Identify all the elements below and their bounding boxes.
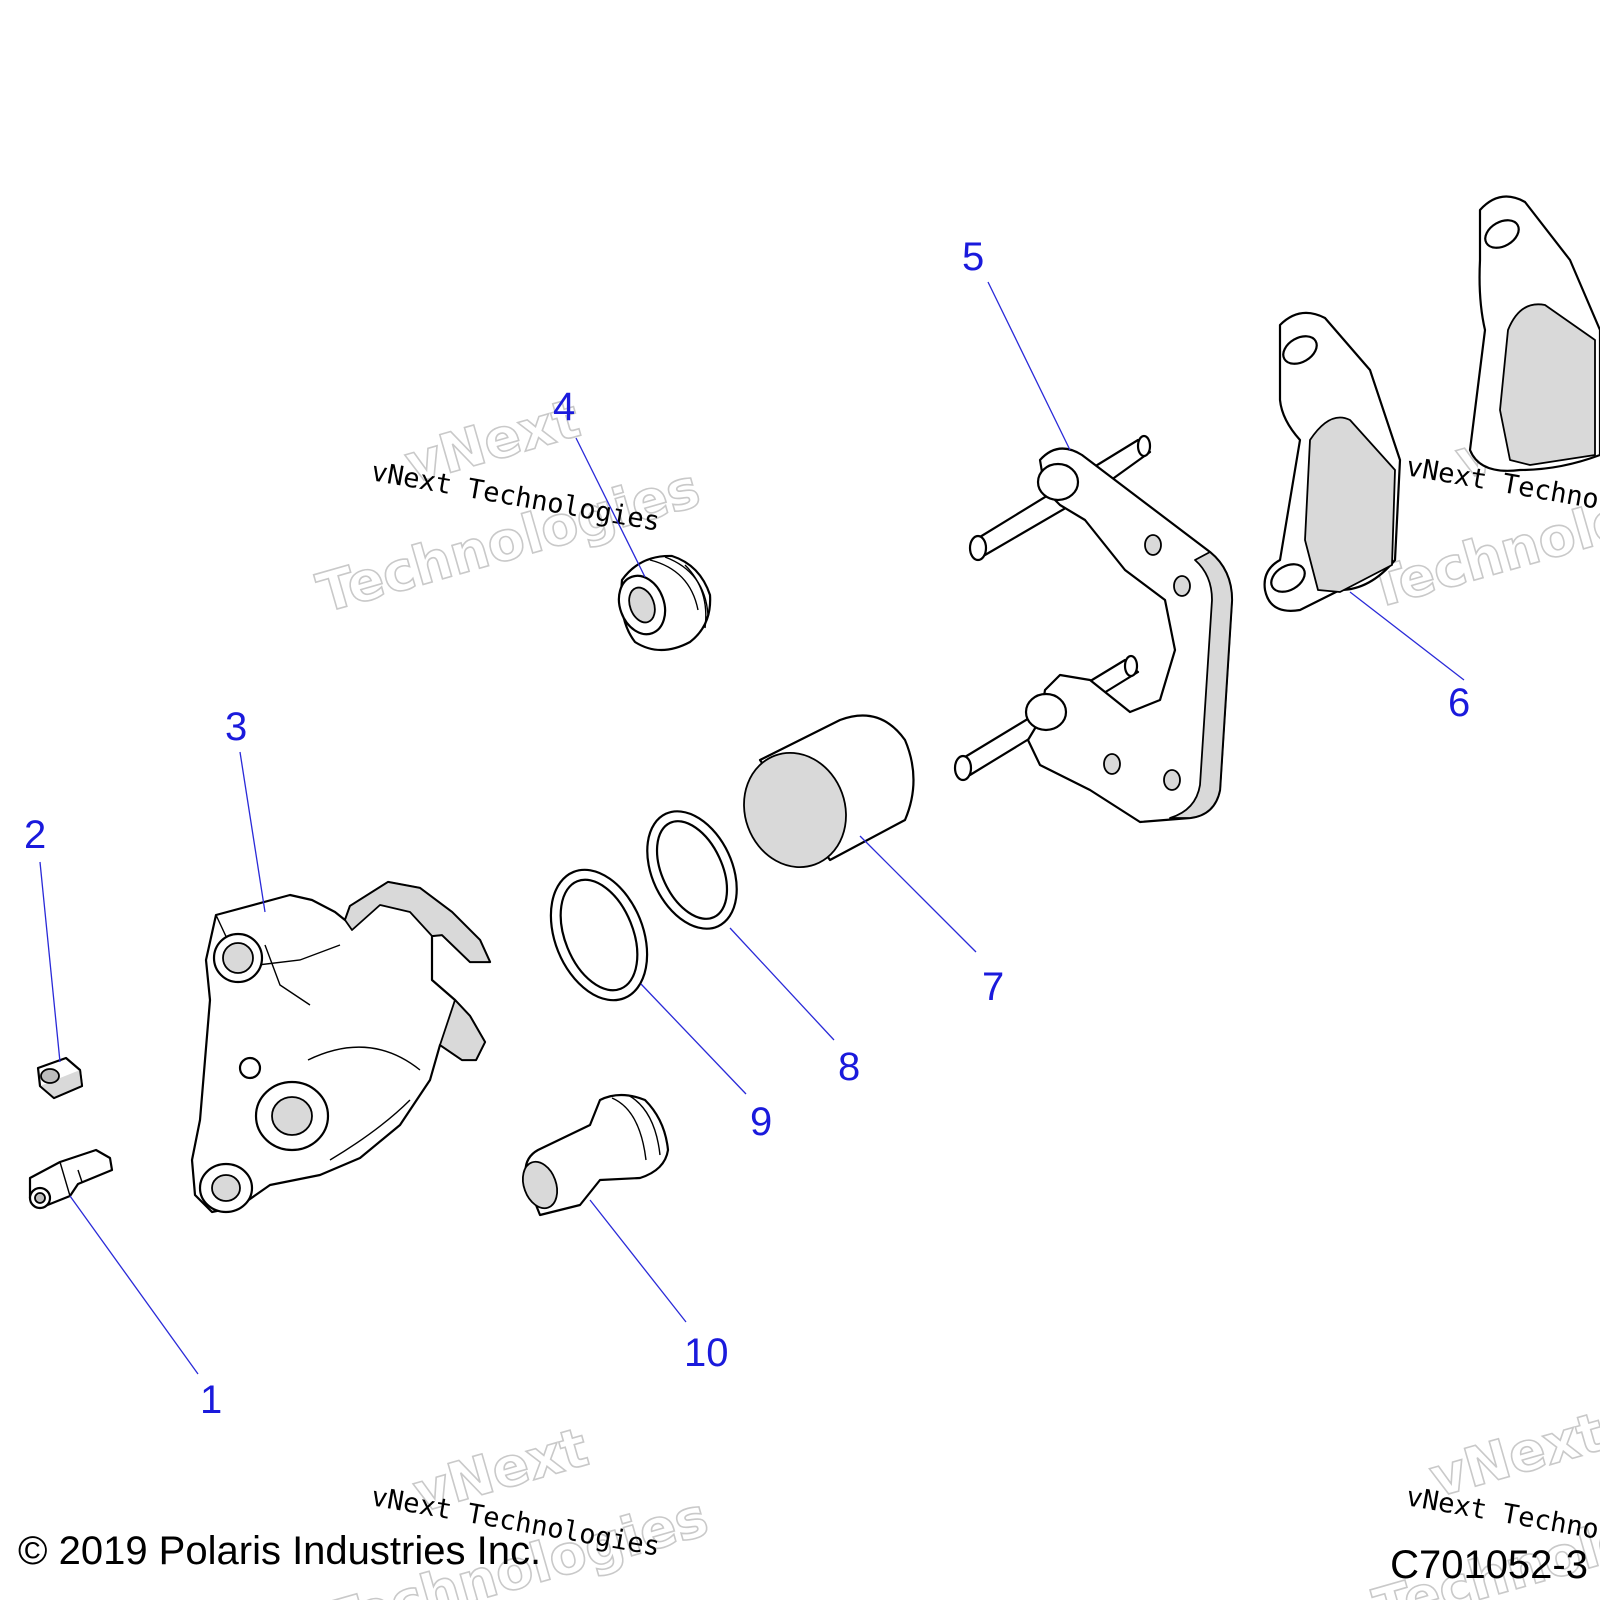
callout-5: 5	[962, 235, 984, 279]
leader-5	[987, 281, 1071, 451]
part-10-slide-pin	[521, 1093, 670, 1217]
callout-8: 8	[838, 1045, 860, 1089]
callout-10: 10	[684, 1331, 729, 1375]
leader-6	[1349, 591, 1465, 681]
callout-4: 4	[553, 385, 575, 429]
part-3-caliper-body	[190, 880, 492, 1214]
part-7-piston	[743, 714, 915, 869]
part-9-seal	[549, 868, 649, 1002]
leader-9	[640, 983, 747, 1095]
callout-2: 2	[24, 813, 46, 857]
part-5-bracket	[953, 434, 1234, 824]
callout-9: 9	[750, 1100, 772, 1144]
leader-2	[39, 861, 61, 1063]
leader-lines	[39, 281, 1465, 1375]
part-2-nut	[36, 1056, 84, 1100]
callout-3: 3	[225, 705, 247, 749]
callout-1: 1	[200, 1378, 222, 1422]
part-1-bleeder-screw	[28, 1148, 114, 1210]
leader-4	[575, 437, 646, 578]
copyright-text: © 2019 Polaris Industries Inc.	[18, 1529, 541, 1573]
leader-10	[589, 1199, 687, 1323]
callouts: 1 2 3 4 5 6 7 8 9 10	[24, 235, 1470, 1422]
part-4-boot	[617, 554, 712, 652]
part-6-brake-pads	[1263, 195, 1600, 612]
leader-8	[729, 927, 835, 1041]
part-8-seal	[646, 810, 738, 930]
drawing-number: C701052-3	[1390, 1543, 1588, 1587]
leader-3	[239, 751, 266, 913]
callout-7: 7	[982, 965, 1004, 1009]
leader-1	[69, 1195, 199, 1375]
callout-6: 6	[1448, 681, 1470, 725]
leader-7	[859, 835, 977, 953]
